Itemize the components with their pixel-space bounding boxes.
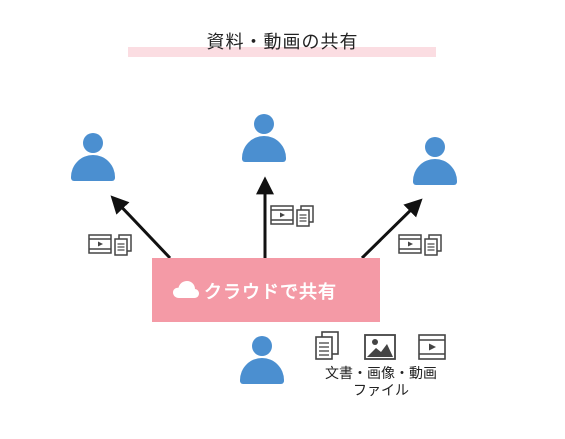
document-icon [315,331,339,360]
media-icons-left [88,234,134,256]
cloud-icon [173,281,199,298]
cloud-share-box: クラウドで共有 [152,258,380,322]
video-icon [398,234,422,254]
document-icon [114,234,132,256]
arrow-left [110,195,172,260]
files-caption: 文書・画像・動画 ファイル [306,366,456,400]
document-icon [296,205,314,227]
video-icon [418,334,446,360]
user-icon-right [413,137,457,187]
document-icon [424,234,442,256]
user-icon-center [242,114,286,164]
media-icons-right [398,234,444,256]
user-icon-bottom [240,336,284,386]
cloud-share-label: クラウドで共有 [204,282,337,303]
video-icon [270,205,294,225]
files-caption-line2: ファイル [353,383,409,399]
video-icon [88,234,112,254]
media-icons-center [270,205,316,227]
image-icon [364,334,396,360]
user-icon-left [71,133,115,183]
title-area: 資料・動画の共有 [0,22,565,66]
page-title: 資料・動画の共有 [206,32,359,53]
arrow-right [360,198,423,260]
files-caption-line1: 文書・画像・動画 [325,366,437,382]
title-highlight [128,47,436,57]
